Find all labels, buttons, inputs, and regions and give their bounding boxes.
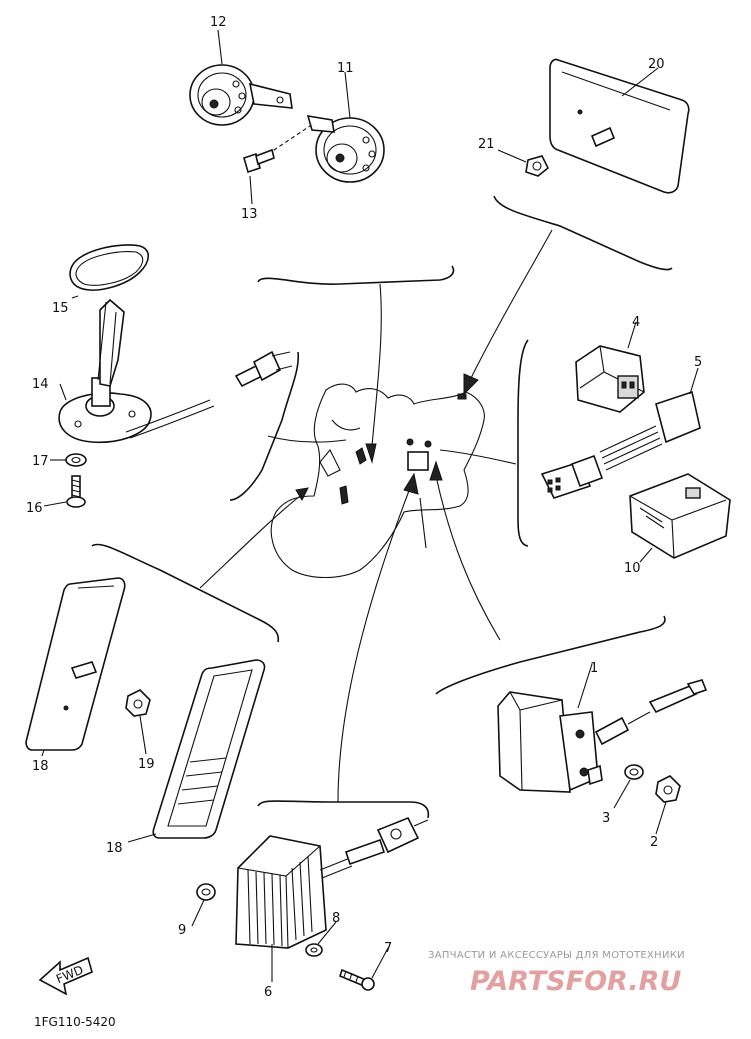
reflector-18-upper[interactable] (25, 577, 126, 751)
license-light-20[interactable] (549, 58, 690, 194)
switch-1[interactable] (497, 679, 708, 793)
callout-8: 8 (332, 911, 340, 926)
nut-19[interactable] (125, 689, 151, 717)
washer-17[interactable] (65, 453, 87, 467)
fuel-sender-14[interactable] (58, 298, 293, 444)
callout-18-lower: 18 (106, 841, 123, 856)
callout-13: 13 (241, 207, 258, 222)
callout-19: 19 (138, 757, 155, 772)
callout-15: 15 (52, 301, 69, 316)
rectifier-6[interactable] (235, 816, 429, 949)
callout-9: 9 (178, 923, 186, 938)
grommet-9[interactable] (196, 883, 216, 901)
callout-16: 16 (26, 501, 43, 516)
callout-6: 6 (264, 985, 272, 1000)
callout-10: 10 (624, 561, 641, 576)
watermark: ЗАПЧАСТИ И АКСЕССУАРЫ ДЛЯ МОТОТЕХНИКИ PA… (428, 950, 685, 997)
callout-7: 7 (384, 941, 392, 956)
callout-14: 14 (32, 377, 49, 392)
pointer-arrows (199, 229, 553, 803)
callout-5: 5 (694, 355, 702, 370)
wire-harness-5[interactable] (540, 390, 701, 499)
frame-outline (270, 383, 485, 578)
callout-labels: 12 11 13 20 21 15 14 17 16 4 5 10 18 19 … (26, 15, 702, 1000)
screw-16[interactable] (66, 475, 86, 508)
nut-2[interactable] (655, 775, 681, 803)
leader-lines (41, 29, 699, 982)
callout-12: 12 (210, 15, 227, 30)
fwd-arrow: FWD (38, 956, 93, 996)
callout-17: 17 (32, 454, 49, 469)
relay-4[interactable] (575, 345, 645, 413)
callout-4: 4 (632, 315, 640, 330)
connector-10[interactable] (629, 473, 731, 559)
watermark-tagline: ЗАПЧАСТИ И АКСЕССУАРЫ ДЛЯ МОТОТЕХНИКИ (428, 950, 685, 961)
bolt-13[interactable] (243, 148, 275, 174)
horn-11[interactable] (306, 115, 385, 183)
gasket-15[interactable] (69, 244, 150, 291)
reflector-18-lower[interactable] (152, 659, 266, 839)
callout-2: 2 (650, 835, 658, 850)
callout-20: 20 (648, 57, 665, 72)
group-bracket-lines (91, 195, 673, 819)
nut-21[interactable] (497, 149, 550, 177)
callout-11: 11 (337, 61, 354, 76)
horn-12[interactable] (189, 64, 293, 126)
watermark-logo: PARTSFOR.RU (470, 966, 681, 997)
callout-3: 3 (602, 811, 610, 826)
callout-1: 1 (590, 661, 598, 676)
callout-18-upper: 18 (32, 759, 49, 774)
washer-3[interactable] (624, 764, 644, 780)
callout-21: 21 (478, 137, 495, 152)
bolt-7[interactable] (339, 968, 375, 991)
diagram-code: 1FG110-5420 (34, 1015, 116, 1029)
washer-8[interactable] (305, 943, 323, 957)
